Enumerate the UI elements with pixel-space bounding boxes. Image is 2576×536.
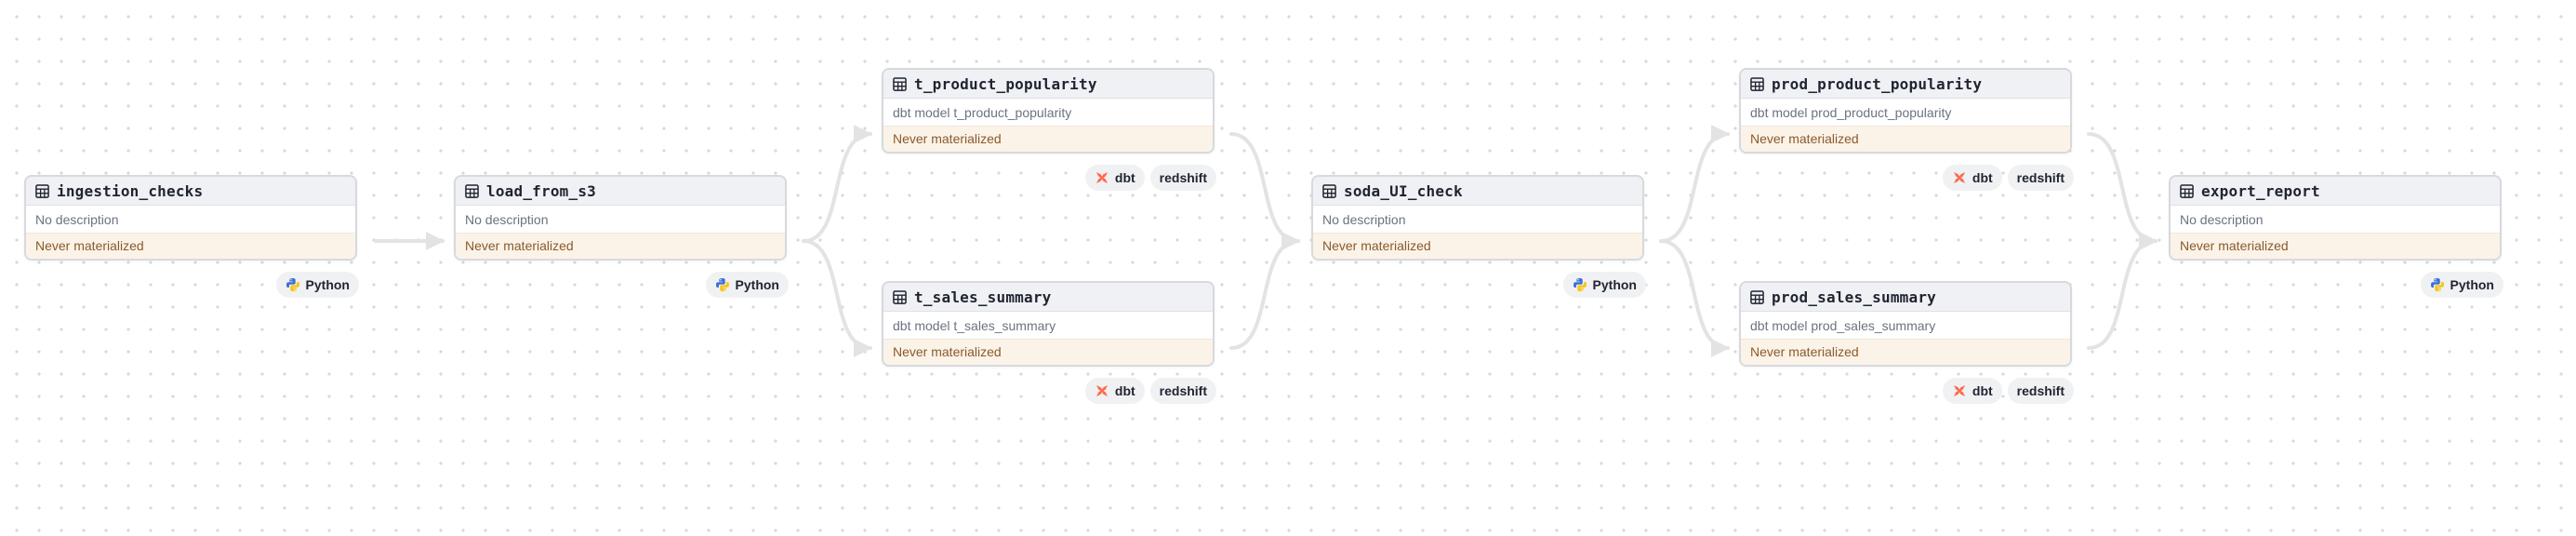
node-tags: Python [454,272,789,298]
python-icon [715,278,729,291]
node-title: prod_product_popularity [1772,74,1983,93]
node-header: prod_sales_summary [1741,283,2070,312]
tag-python[interactable]: Python [705,272,789,298]
table-icon [465,183,479,198]
tag-python[interactable]: Python [275,272,359,298]
tag-redshift[interactable]: redshift [2007,378,2074,404]
asset-node-t-sales-summary[interactable]: t_sales_summary dbt model t_sales_summar… [882,281,1215,367]
node-title: soda_UI_check [1344,181,1463,200]
tag-label: redshift [2016,383,2065,398]
edge-load-to-t-sales [802,239,872,357]
edge-prod-product-to-export [2087,132,2158,250]
asset-node-prod-sales-summary[interactable]: prod_sales_summary dbt model prod_sales_… [1739,281,2072,367]
dbt-icon [1095,385,1108,396]
tag-label: dbt [1114,170,1135,185]
node-title: prod_sales_summary [1772,288,1936,306]
edge-soda-to-prod-sales [1659,239,1730,357]
node-description: dbt model prod_product_popularity [1741,99,2070,127]
tag-label: Python [305,277,350,292]
materialization-status: Never materialized [1741,127,2070,152]
table-icon [893,289,907,304]
materialization-status: Never materialized [456,234,785,259]
node-description: No description [26,206,355,234]
tag-label: Python [735,277,779,292]
tag-dbt[interactable]: dbt [1084,165,1145,191]
dbt-icon [1953,385,1965,396]
node-header: soda_UI_check [1313,177,1642,206]
tag-redshift[interactable]: redshift [2007,165,2074,191]
table-icon [35,183,49,198]
tag-label: dbt [1972,170,1993,185]
node-tags: Python [24,272,359,298]
node-description: dbt model prod_sales_summary [1741,312,2070,340]
node-tags: dbt redshift [882,378,1216,404]
node-title: load_from_s3 [486,181,596,200]
node-tags: Python [2169,272,2503,298]
node-description: dbt model t_sales_summary [883,312,1213,340]
node-header: ingestion_checks [26,177,355,206]
tag-label: redshift [1159,383,1207,398]
asset-node-t-product-popularity[interactable]: t_product_popularity dbt model t_product… [882,68,1215,154]
node-title: t_product_popularity [914,74,1097,93]
edge-load-to-t-product [802,125,872,243]
asset-node-prod-product-popularity[interactable]: prod_product_popularity dbt model prod_p… [1739,68,2072,154]
node-description: No description [2171,206,2500,234]
materialization-status: Never materialized [26,234,355,259]
edge-soda-to-prod-product [1659,125,1730,243]
tag-label: redshift [1159,170,1207,185]
tag-redshift[interactable]: redshift [1149,378,1216,404]
table-icon [1322,183,1336,198]
node-description: No description [1313,206,1642,234]
tag-label: Python [2450,277,2494,292]
tag-label: dbt [1114,383,1135,398]
asset-node-soda-ui-check[interactable]: soda_UI_check No description Never mater… [1311,175,1644,261]
table-icon [1750,289,1764,304]
python-icon [285,278,299,291]
tag-dbt[interactable]: dbt [1084,378,1145,404]
materialization-status: Never materialized [883,127,1213,152]
dbt-icon [1095,172,1108,183]
tag-redshift[interactable]: redshift [1149,165,1216,191]
node-tags: dbt redshift [1739,165,2074,191]
node-tags: dbt redshift [882,165,1216,191]
table-icon [893,76,907,91]
materialization-status: Never materialized [1313,234,1642,259]
node-header: export_report [2171,177,2500,206]
table-icon [1750,76,1764,91]
node-header: load_from_s3 [456,177,785,206]
dbt-icon [1953,172,1965,183]
python-icon [2430,278,2444,291]
node-tags: Python [1311,272,1646,298]
table-icon [2180,183,2194,198]
materialization-status: Never materialized [1741,340,2070,365]
materialization-status: Never materialized [2171,234,2500,259]
asset-node-export-report[interactable]: export_report No description Never mater… [2169,175,2502,261]
node-title: ingestion_checks [57,181,204,200]
materialization-status: Never materialized [883,340,1213,365]
node-title: export_report [2201,181,2320,200]
tag-label: redshift [2016,170,2065,185]
tag-label: dbt [1972,383,1993,398]
tag-dbt[interactable]: dbt [1942,165,2002,191]
node-tags: dbt redshift [1739,378,2074,404]
edge-t-sales-to-soda [1229,232,1300,350]
node-title: t_sales_summary [914,288,1052,306]
tag-label: Python [1592,277,1637,292]
node-header: t_product_popularity [883,70,1213,99]
tag-python[interactable]: Python [2420,272,2503,298]
asset-node-ingestion-checks[interactable]: ingestion_checks No description Never ma… [24,175,357,261]
edge-prod-sales-to-export [2087,232,2158,350]
asset-node-load-from-s3[interactable]: load_from_s3 No description Never materi… [454,175,787,261]
tag-python[interactable]: Python [1562,272,1646,298]
node-header: t_sales_summary [883,283,1213,312]
node-description: dbt model t_product_popularity [883,99,1213,127]
python-icon [1573,278,1587,291]
node-description: No description [456,206,785,234]
edge-t-product-to-soda [1229,132,1300,250]
node-header: prod_product_popularity [1741,70,2070,99]
tag-dbt[interactable]: dbt [1942,378,2002,404]
